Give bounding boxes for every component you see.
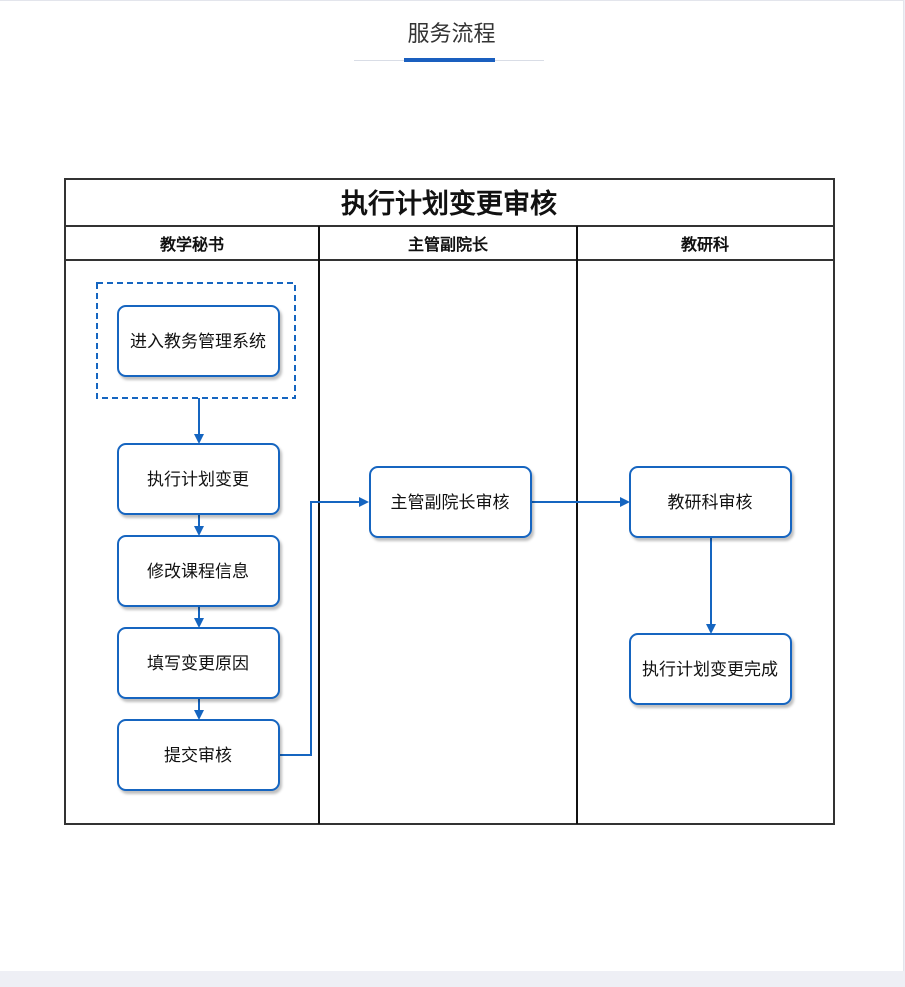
node-label: 提交审核 (164, 746, 232, 766)
node-enter-system: 进入教务管理系统 (117, 305, 280, 377)
node-vice-dean-review: 主管副院长审核 (369, 466, 532, 538)
node-label: 教研科审核 (668, 493, 753, 513)
lane-header-research-office: 教研科 (681, 235, 729, 254)
node-plan-change-complete: 执行计划变更完成 (629, 633, 792, 705)
node-fill-change-reason: 填写变更原因 (117, 627, 280, 699)
node-submit-review: 提交审核 (117, 719, 280, 791)
node-label: 执行计划变更 (147, 470, 249, 490)
diagram-title: 执行计划变更审核 (341, 188, 557, 220)
node-execute-plan-change: 执行计划变更 (117, 443, 280, 515)
node-label: 主管副院长审核 (391, 493, 510, 513)
connector-5 (279, 497, 369, 756)
node-label: 修改课程信息 (147, 562, 249, 582)
title-accent-bar (404, 58, 495, 62)
node-label: 进入教务管理系统 (130, 332, 266, 352)
lane-header-vice-dean: 主管副院长 (408, 235, 489, 254)
node-research-office-review: 教研科审核 (629, 466, 792, 538)
node-label: 执行计划变更完成 (642, 660, 778, 680)
swimlane-frame (64, 178, 835, 825)
node-label: 填写变更原因 (147, 654, 249, 674)
section-title: 服务流程 (407, 22, 496, 47)
node-modify-course-info: 修改课程信息 (117, 535, 280, 607)
lane-header-secretary: 教学秘书 (160, 235, 224, 254)
dashed-group-boundary (96, 282, 296, 399)
